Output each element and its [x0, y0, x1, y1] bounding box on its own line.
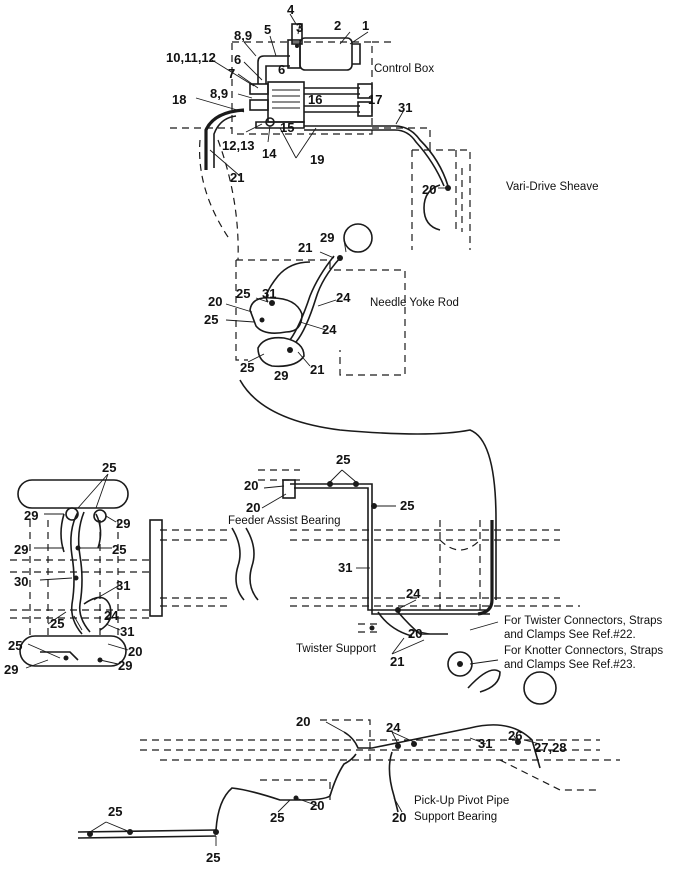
callout-p20a: 20: [296, 714, 310, 729]
callout-l25d: 25: [8, 638, 22, 653]
callout-12-13: 12,13: [222, 138, 255, 153]
callout-m31: 31: [338, 560, 352, 575]
label-needle-yoke-rod: Needle Yoke Rod: [370, 297, 459, 309]
left-side-view: [10, 479, 150, 667]
callout-2: 2: [334, 18, 341, 33]
callout-n20: 20: [208, 294, 222, 309]
callout-l31a: 31: [116, 578, 130, 593]
callout-l20: 20: [128, 644, 142, 659]
callout-m20b: 20: [246, 500, 260, 515]
callout-l25a: 25: [102, 460, 116, 475]
feeder-twister-assembly: [149, 469, 580, 677]
callout-m25b: 25: [400, 498, 414, 513]
callout-p20b: 20: [310, 798, 324, 813]
callout-18: 18: [172, 92, 186, 107]
callout-m21: 21: [390, 654, 404, 669]
callout-n21: 21: [298, 240, 312, 255]
callout-l30: 30: [14, 574, 28, 589]
callout-l29a: 29: [24, 508, 38, 523]
pickup-assembly: [77, 669, 620, 839]
part-labels: Control Box Vari-Drive Sheave Needle Yok…: [228, 63, 663, 823]
callout-m24: 24: [406, 586, 421, 601]
callout-17: 17: [368, 92, 382, 107]
callout-16: 16: [308, 92, 322, 107]
callout-n29: 29: [320, 230, 334, 245]
callout-7: 7: [228, 66, 235, 81]
vari-drive-sheave-structure: [411, 149, 471, 250]
label-knotter-note-2: and Clamps See Ref.#23.: [504, 659, 636, 671]
callout-6a: 6: [234, 52, 241, 67]
callout-m20c: 20: [408, 626, 422, 641]
callout-m25: 25: [336, 452, 350, 467]
callout-n25c: 25: [240, 360, 254, 375]
label-knotter-note-1: For Knotter Connectors, Straps: [504, 645, 663, 657]
label-twister-note-1: For Twister Connectors, Straps: [504, 615, 663, 627]
callout-n25a: 25: [236, 286, 250, 301]
callout-l29d: 29: [4, 662, 18, 677]
callout-l24: 24: [104, 608, 119, 623]
callout-8-9a: 8,9: [234, 28, 252, 43]
label-twister-support: Twister Support: [296, 643, 377, 655]
callout-l31b: 31: [120, 624, 134, 639]
callout-8-9b: 8,9: [210, 86, 228, 101]
callout-5: 5: [264, 22, 271, 37]
callout-n24a: 24: [336, 290, 351, 305]
callout-n29b: 29: [274, 368, 288, 383]
label-twister-note-2: and Clamps See Ref.#22.: [504, 629, 636, 641]
callout-21a: 21: [230, 170, 244, 185]
callout-31a: 31: [398, 100, 412, 115]
callout-l25c: 25: [50, 616, 64, 631]
label-feeder-assist-bearing: Feeder Assist Bearing: [228, 515, 341, 527]
callout-m20a: 20: [244, 478, 258, 493]
callout-p31: 31: [478, 736, 492, 751]
callout-p26: 26: [508, 728, 522, 743]
label-vari-drive-sheave: Vari-Drive Sheave: [506, 181, 598, 193]
callout-l29e: 29: [118, 658, 132, 673]
callout-19: 19: [310, 152, 324, 167]
label-pickup-2: Support Bearing: [414, 811, 497, 823]
callout-n24b: 24: [322, 322, 337, 337]
label-control-box: Control Box: [374, 63, 434, 75]
hose-31-main: [239, 379, 497, 600]
callout-p25b: 25: [108, 804, 122, 819]
callout-n21b: 21: [310, 362, 324, 377]
callout-l25b: 25: [112, 542, 126, 557]
callout-1: 1: [362, 18, 369, 33]
callout-l29c: 29: [14, 542, 28, 557]
callout-p25c: 25: [206, 850, 220, 865]
callout-14: 14: [262, 146, 277, 161]
leader-lines: [25, 13, 541, 846]
callout-p25a: 25: [270, 810, 284, 825]
callout-p20c: 20: [392, 810, 406, 825]
callout-10-11-12: 10,11,12: [166, 50, 216, 65]
label-pickup-1: Pick-Up Pivot Pipe: [414, 795, 509, 807]
callout-3: 3: [296, 20, 303, 35]
needle-yoke-rod-assembly: [235, 223, 406, 376]
callout-n31: 31: [262, 286, 276, 301]
callout-n25b: 25: [204, 312, 218, 327]
callout-15: 15: [280, 120, 294, 135]
callout-l29b: 29: [116, 516, 130, 531]
callout-4: 4: [287, 2, 295, 17]
control-box-assembly: [170, 23, 449, 261]
callout-numbers: 1 2 3 4 5 6 6 8,9 10,11,12 7 8,9 18 16 1…: [4, 2, 567, 865]
callout-20a: 20: [422, 182, 436, 197]
callout-p27-28: 27,28: [534, 740, 567, 755]
callout-6b: 6: [278, 62, 285, 77]
callout-p24: 24: [386, 720, 401, 735]
